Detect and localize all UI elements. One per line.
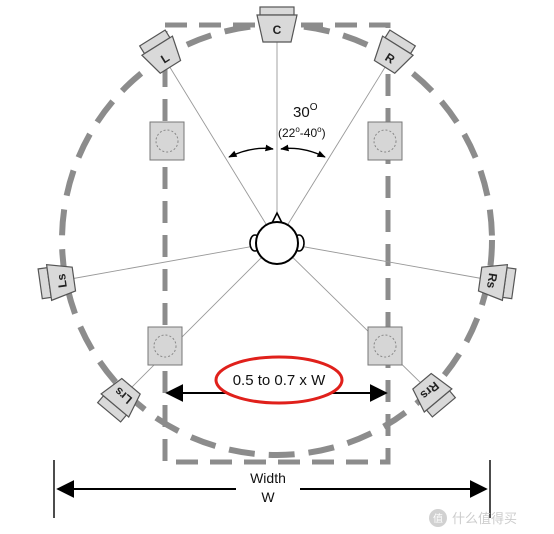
angle-range-open: (22	[278, 126, 296, 140]
svg-text:(22o-40o): (22o-40o)	[278, 125, 326, 140]
speaker-left: L	[138, 29, 182, 74]
svg-text:30O: 30O	[293, 102, 318, 121]
sub-rear-left	[147, 326, 183, 366]
watermark-text: 什么值得买	[452, 511, 517, 527]
speaker-left-side-label: Ls	[54, 272, 70, 288]
sub-front-right	[367, 121, 403, 161]
angle-degree-mark: O	[310, 102, 318, 113]
sub-front-left	[149, 121, 185, 161]
speaker-right: R	[373, 29, 417, 74]
spacing-dimension: 0.5 to 0.7 x W	[165, 355, 388, 405]
speaker-right-rear: Rrs	[412, 372, 457, 418]
spacing-label: 0.5 to 0.7 x W	[233, 372, 326, 389]
angle-range-mid: -40	[300, 126, 318, 140]
watermark-icon: 值	[433, 512, 443, 525]
sub-rear-right	[367, 326, 403, 366]
angle-value: 30	[293, 104, 310, 121]
speaker-center-label: C	[273, 23, 282, 37]
listener-head-icon	[249, 211, 305, 265]
angle-range-deg1: o	[295, 125, 300, 134]
width-symbol: W	[261, 489, 275, 505]
speaker-center: C	[256, 6, 298, 43]
angle-range-deg2: o	[317, 125, 322, 134]
speaker-left-rear: Lrs	[96, 377, 141, 423]
speaker-right-side: Rs	[477, 264, 517, 302]
speaker-left-side: Ls	[37, 264, 77, 302]
speaker-right-side-label: Rs	[484, 272, 500, 289]
width-dimension: Width W	[53, 460, 491, 518]
watermark: 值 什么值得买	[429, 509, 517, 527]
spacing-highlight-oval	[214, 355, 344, 405]
angle-annotation: 30O (22o-40o)	[228, 102, 326, 158]
width-label: Width	[250, 470, 286, 486]
angle-range-close: )	[322, 126, 326, 140]
speaker-rays	[64, 40, 491, 396]
